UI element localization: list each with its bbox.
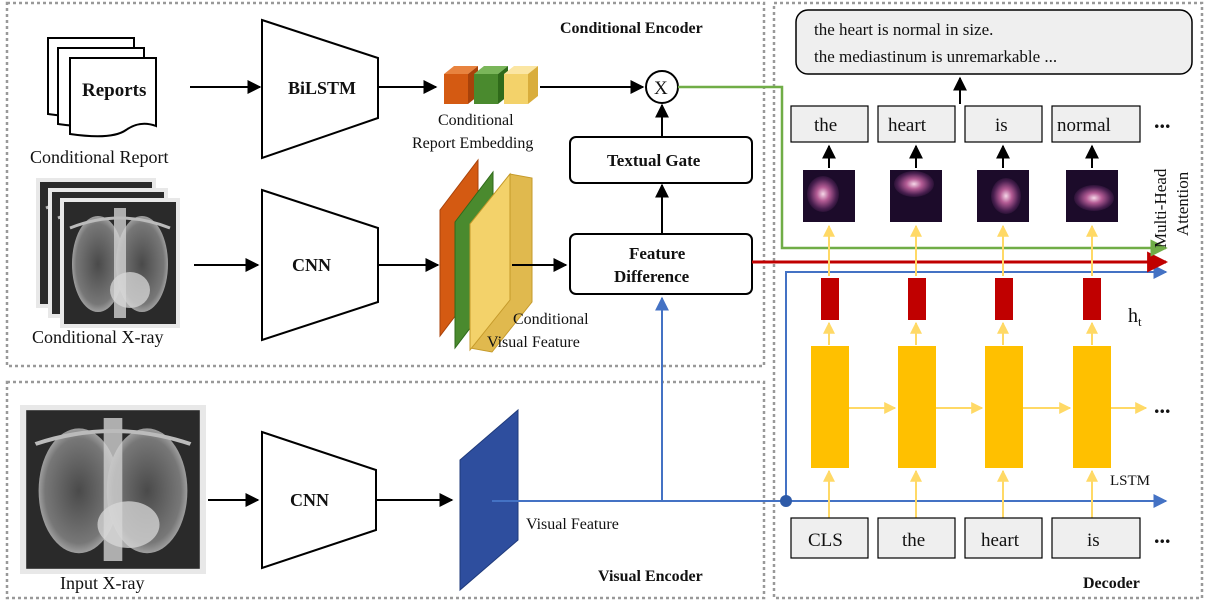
lstm-label: LSTM: [1110, 473, 1150, 489]
input-token: heart: [981, 530, 1020, 551]
lstm-column: [811, 224, 1148, 518]
feature-difference-label-1: Feature: [629, 244, 686, 263]
output-token-box: [964, 105, 1043, 143]
feature-difference-label-2: Difference: [614, 267, 690, 286]
conditional-visual-feature-label-1: Conditional: [513, 311, 589, 328]
bilstm-block: [261, 18, 379, 160]
output-token-box: [877, 105, 956, 143]
decoder-box: [772, 1, 1204, 600]
conditional-encoder-title: Conditional Encoder: [560, 20, 703, 37]
hidden-state-cell: [1083, 278, 1101, 320]
attention-label-line-2: Attention: [1173, 171, 1192, 236]
input-ellipsis: ...: [1154, 523, 1171, 548]
lstm-cell: [811, 346, 849, 468]
hidden-state-cell: [821, 278, 839, 320]
output-ellipsis: ...: [1154, 108, 1171, 133]
visual-feature-label: Visual Feature: [526, 516, 619, 533]
visual-feature-map: [459, 408, 519, 592]
input-xray-label: Input X-ray: [60, 573, 144, 593]
conditional-cnn-block: [261, 188, 379, 342]
visual-encoder-box: [5, 380, 766, 600]
hidden-state-cell: [995, 278, 1013, 320]
attention-map-column: [803, 144, 1118, 222]
report-embedding-cubes: [444, 66, 538, 104]
input-token: CLS: [808, 530, 843, 551]
visual-encoder-title: Visual Encoder: [598, 568, 703, 585]
multiply-symbol: X: [654, 78, 668, 99]
lstm-cell: [898, 346, 936, 468]
output-token: the: [814, 115, 837, 136]
input-token-box: [964, 517, 1043, 559]
conditional-report-label: Conditional Report: [30, 147, 169, 167]
lstm-cell: [985, 346, 1023, 468]
textual-gate-label: Textual Gate: [607, 151, 701, 170]
output-token: heart: [888, 115, 927, 136]
input-xray-image: [20, 405, 206, 574]
visual-cnn-block: [261, 430, 377, 570]
output-report-line-2: the mediastinum is unremarkable ...: [814, 47, 1057, 66]
report-embedding-label-1: Conditional: [438, 112, 514, 129]
report-embedding-label-2: Report Embedding: [412, 135, 533, 152]
attention-label-line-1: Multi-Head: [1151, 168, 1170, 248]
output-token-row: the heart is normal ...: [790, 105, 1171, 143]
hidden-state-label: ht: [1128, 305, 1142, 329]
input-token: is: [1087, 530, 1100, 551]
lstm-ellipsis: ...: [1154, 393, 1171, 418]
conditional-visual-feature-label-2: Visual Feature: [487, 334, 580, 351]
conditional-xray-label: Conditional X-ray: [32, 327, 163, 347]
output-token-box: [1051, 105, 1141, 143]
lstm-cell: [1073, 346, 1111, 468]
conditional-xray-images: [34, 176, 182, 330]
input-token: the: [902, 530, 925, 551]
conditional-visual-feature-maps: [439, 158, 533, 353]
output-token: is: [995, 115, 1008, 136]
visual-cnn-label: CNN: [290, 490, 329, 510]
output-report-box: [795, 9, 1193, 75]
visual-feature-to-attention-line: [785, 265, 1168, 501]
bilstm-label: BiLSTM: [288, 78, 356, 98]
reports-doc-label: Reports: [82, 80, 146, 101]
output-token-box: [790, 105, 869, 143]
input-token-box: [877, 517, 956, 559]
decoder-title: Decoder: [1083, 575, 1140, 592]
input-token-box: [790, 517, 869, 559]
gated-embedding-to-attention-line: [678, 85, 1168, 257]
hidden-state-cell: [908, 278, 926, 320]
conditional-cnn-label: CNN: [292, 255, 331, 275]
input-token-row: CLS the heart is ...: [790, 517, 1171, 559]
reports-document-icon: Reports: [47, 37, 157, 138]
visual-feature-junction: [780, 495, 792, 507]
output-report-line-1: the heart is normal in size.: [814, 20, 993, 39]
output-token: normal: [1057, 115, 1111, 136]
input-token-box: [1051, 517, 1141, 559]
conditional-encoder-box: [5, 1, 766, 368]
